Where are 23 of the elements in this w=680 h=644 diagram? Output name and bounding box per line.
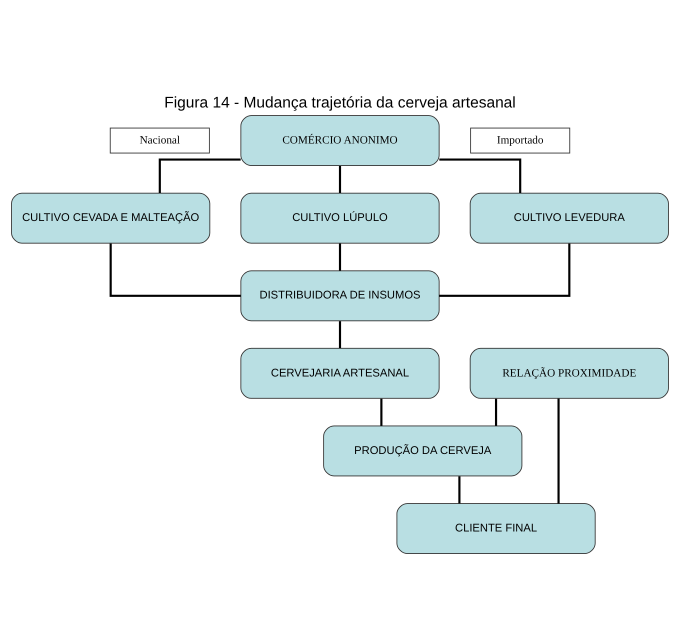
connector bbox=[158, 158, 241, 192]
connector bbox=[458, 476, 460, 503]
node-box: CULTIVO CEVADA E MALTEAÇÃO bbox=[11, 192, 210, 244]
node-box: DISTRIBUIDORA DE INSUMOS bbox=[240, 270, 440, 321]
node-box: CERVEJARIA ARTESANAL bbox=[240, 347, 440, 398]
connector bbox=[439, 243, 570, 296]
connector bbox=[338, 243, 342, 270]
node-box: CULTIVO LÚPULO bbox=[240, 192, 440, 244]
diagram-title: Figura 14 - Mudança trajetória da cerveja artesanal bbox=[164, 94, 516, 111]
node-box: CLIENTE FINAL bbox=[396, 502, 596, 554]
connector bbox=[338, 320, 342, 348]
connector bbox=[380, 398, 382, 426]
node-box: RELAÇÃO PROXIMIDADE bbox=[470, 347, 669, 398]
connector bbox=[439, 158, 522, 192]
node-box: COMÉRCIO ANONIMO bbox=[240, 114, 440, 166]
connector bbox=[557, 398, 560, 504]
node-box: PRODUÇÃO DA CERVEJA bbox=[323, 425, 522, 476]
node-box: Importado bbox=[470, 127, 570, 154]
connector bbox=[494, 398, 498, 426]
connector bbox=[338, 166, 342, 192]
connector bbox=[110, 243, 241, 296]
node-box: CULTIVO LEVEDURA bbox=[470, 192, 669, 244]
node-box: Nacional bbox=[110, 127, 210, 154]
